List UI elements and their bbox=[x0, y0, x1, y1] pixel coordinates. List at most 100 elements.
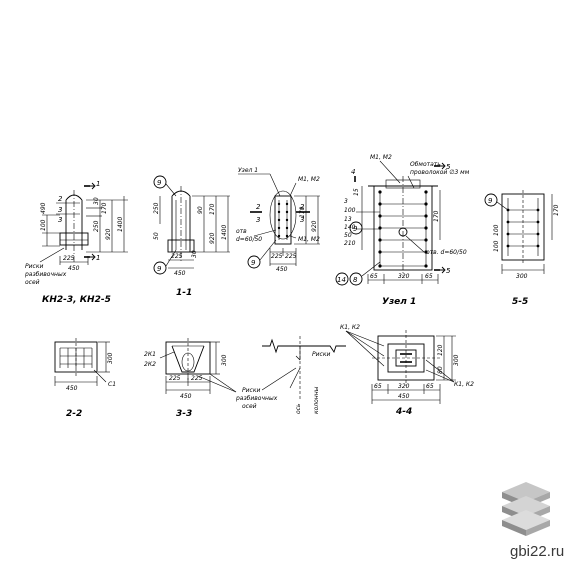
node1-mark-8-text: 8 bbox=[353, 276, 358, 284]
front-dim-250: 250 bbox=[93, 220, 100, 232]
s44-title: 4-4 bbox=[395, 407, 412, 417]
s11-dim-450: 450 bbox=[174, 270, 186, 277]
node1-label-wrap2: проволокой ∅3 мм bbox=[410, 169, 470, 176]
front-note-line3: осей bbox=[25, 279, 40, 286]
front-dim-100: 100 bbox=[40, 219, 47, 231]
s55-dim-100a: 100 bbox=[493, 224, 500, 236]
s55-mark-9 bbox=[484, 193, 498, 207]
s22-dim-450: 450 bbox=[66, 385, 78, 392]
s11-mark-9-top bbox=[153, 175, 167, 189]
node1-dim-210: 210 bbox=[344, 240, 356, 247]
node-side-view: Узел 1 М1, М2 2 2 3 3 отв d=60/50 М1, М2… bbox=[236, 167, 320, 273]
nodeside-dim-225a: 225 bbox=[271, 253, 283, 260]
s55-mark-9-text: 9 bbox=[488, 197, 493, 205]
nodeside-label-d: d=60/50 bbox=[236, 236, 262, 243]
axis-vertical-line2: колонны bbox=[313, 386, 320, 414]
s55-title: 5-5 bbox=[512, 297, 528, 307]
front-bar-tag-2: 2 bbox=[58, 195, 63, 203]
node1-label-m1m2: М1, М2 bbox=[370, 154, 392, 161]
front-dim-450: 450 bbox=[68, 265, 80, 272]
node1-dim-13: 13 bbox=[344, 216, 352, 223]
front-dim-490: 490 bbox=[40, 202, 47, 214]
s33-note-line3: осей bbox=[242, 403, 257, 410]
nodeside-bar-2a: 2 bbox=[256, 203, 261, 211]
node1-label-otv: отв. d=60/50 bbox=[426, 249, 467, 256]
s44-dim-80: 80 bbox=[437, 366, 444, 374]
s33-label-2k1: 2К1 bbox=[144, 351, 156, 358]
s44-dim-320: 320 bbox=[398, 383, 410, 390]
node1-mark-8 bbox=[349, 272, 363, 286]
node1-mark-9a bbox=[349, 221, 363, 235]
front-dim-30: 30 bbox=[93, 197, 100, 205]
node1-mark-14 bbox=[335, 272, 349, 286]
s33-dim-225b: 225 bbox=[191, 375, 203, 382]
front-note-line2: разбивочных bbox=[24, 271, 67, 278]
front-bar-tag-3a: 3 bbox=[58, 206, 62, 214]
s55-dim-100b: 100 bbox=[493, 240, 500, 252]
node1-hole bbox=[398, 227, 408, 237]
s55-dim-300: 300 bbox=[516, 273, 528, 280]
s33-v-wall bbox=[171, 345, 205, 373]
s44-dim-65a: 65 bbox=[374, 383, 382, 390]
s33-note-line2: разбивочных bbox=[235, 395, 278, 402]
node1-dim-170: 170 bbox=[433, 210, 440, 222]
s11-dim-1400: 1400 bbox=[221, 225, 228, 240]
node1-title: Узел 1 bbox=[382, 297, 416, 307]
node1-label-wrap1: Обмотать bbox=[410, 161, 441, 168]
node1-section-4: 4 bbox=[351, 168, 355, 176]
s44-dim-65b: 65 bbox=[426, 383, 434, 390]
s11-dim-170: 170 bbox=[209, 203, 216, 215]
s11-mark-9-bottom-text: 9 bbox=[157, 265, 162, 273]
front-dim-920: 920 bbox=[105, 228, 112, 240]
s11-mark-9-top-text: 9 bbox=[157, 179, 162, 187]
section-2-2: 300 450 С1 2-2 bbox=[54, 338, 116, 419]
nodeside-label-m1m2-bottom: М1, М2 bbox=[298, 236, 320, 243]
nodeside-bar-3b: 3 bbox=[300, 216, 304, 224]
nodeside-dim-170: 170 bbox=[299, 206, 306, 218]
s44-dim-120: 120 bbox=[437, 344, 444, 356]
s33-dim-300: 300 bbox=[221, 354, 228, 366]
front-bar-tag-3b: 3 bbox=[58, 216, 62, 224]
front-view: 100 490 30 250 170 920 1400 2 3 3 1 1 22… bbox=[24, 180, 128, 305]
nodeside-mark-9-text: 9 bbox=[251, 259, 256, 267]
front-section-1-bottom: 1 bbox=[96, 254, 100, 262]
s11-dim-250: 250 bbox=[153, 202, 160, 214]
front-dim-170: 170 bbox=[101, 202, 108, 214]
nodeside-bar-2b: 2 bbox=[300, 203, 305, 211]
watermark-text: gbi22.ru bbox=[510, 543, 564, 560]
s11-title: 1-1 bbox=[176, 288, 192, 298]
nodeside-bar-3a: 3 bbox=[256, 216, 260, 224]
axis-break-line bbox=[262, 338, 346, 354]
front-note-line1: Риски bbox=[25, 263, 43, 270]
s33-title: 3-3 bbox=[176, 409, 192, 419]
s33-label-2k2: 2К2 bbox=[144, 361, 156, 368]
node1-mark-9a-text: 9 bbox=[353, 225, 358, 233]
s55-dim-170: 170 bbox=[553, 204, 560, 216]
node1-dim-15: 15 bbox=[353, 188, 360, 196]
s44-dim-300: 300 bbox=[453, 354, 460, 366]
s11-dim-30: 30 bbox=[191, 250, 198, 258]
nodeside-callout-ellipse bbox=[269, 190, 297, 240]
axis-vertical-line1: ось bbox=[295, 403, 302, 414]
nodeside-label-m1m2-top: М1, М2 bbox=[298, 176, 320, 183]
nodeside-label-uzel: Узел 1 bbox=[238, 167, 258, 174]
s44-label-k1k2-top: К1, К2 bbox=[340, 324, 360, 331]
node1-view: М1, М2 Обмотать проволокой ∅3 мм 1 bbox=[335, 154, 470, 307]
front-title: КН2-3, КН2-5 bbox=[42, 295, 111, 305]
node1-dim-65a: 65 bbox=[370, 273, 378, 280]
node1-dim-100: 100 bbox=[344, 207, 356, 214]
node1-dim-320: 320 bbox=[398, 273, 410, 280]
nodeside-dim-225b: 225 bbox=[285, 253, 297, 260]
nodeside-label-otv: отв bbox=[236, 228, 247, 235]
axis-label-riski: Риски bbox=[312, 351, 330, 358]
s22-title: 2-2 bbox=[66, 409, 82, 419]
gbi22-logo-icon bbox=[502, 482, 550, 536]
nodeside-dim-920: 920 bbox=[311, 220, 318, 232]
s22-outline bbox=[54, 341, 98, 373]
s33-note-line1: Риски bbox=[242, 387, 260, 394]
section-3-3: 2К1 2К2 300 225 225 450 Риски разбивочны… bbox=[144, 338, 278, 419]
s44-dim-450: 450 bbox=[398, 393, 410, 400]
node1-section-5-top: 5 bbox=[446, 163, 451, 171]
section-4-4: К1, К2 80 120 300 65 320 65 450 К1, К2 4… bbox=[340, 324, 474, 417]
